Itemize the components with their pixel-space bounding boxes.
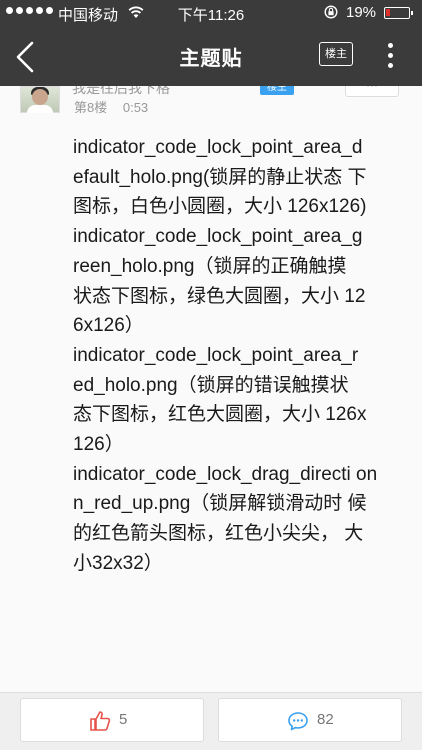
post-body-line: 的红色箭头图标，红色小尖尖， 大: [73, 523, 364, 545]
battery-icon: [384, 7, 413, 19]
comment-count: 82: [317, 711, 334, 728]
top-bar: 中国移动 下午11:26 19% 主题贴 楼主: [0, 0, 422, 86]
post-body-line: reen_holo.png（锁屏的正确触摸: [73, 255, 347, 277]
signal-strength-icon: [6, 7, 53, 14]
post-meta: 第8楼 0:53: [74, 97, 148, 116]
post-body-line: indicator_code_lock_point_area_r: [73, 344, 359, 366]
author-name[interactable]: 我是往后我下格: [72, 86, 170, 96]
wifi-icon: [128, 6, 144, 18]
post-body-line: 小32x32）: [73, 552, 163, 574]
post-body-line: ed_holo.png（锁屏的错误触摸状: [73, 374, 349, 396]
status-bar: 中国移动 下午11:26 19%: [0, 0, 422, 28]
comment-bubble-icon: [288, 712, 308, 731]
comment-button[interactable]: 82: [218, 698, 402, 742]
navigation-bar: 主题贴 楼主: [0, 28, 422, 86]
post-body-line: 6x126）: [73, 315, 144, 337]
level-badge: 楼主: [260, 86, 294, 95]
carrier-name: 中国移动: [58, 7, 119, 24]
post-body-line: indicator_code_lock_point_area_d: [73, 137, 363, 158]
post-body: indicator_code_lock_point_area_d efault_h…: [73, 133, 403, 579]
avatar[interactable]: [20, 86, 60, 113]
post-body-line: 126）: [73, 434, 124, 456]
rotation-lock-icon: [324, 5, 338, 19]
post-body-line: indicator_code_lock_drag_directi on: [73, 463, 378, 485]
like-button[interactable]: 5: [20, 698, 204, 742]
thumbs-up-icon: [90, 711, 111, 731]
post-body-line: 态下图标，红色大圆圈，大小 126x: [73, 404, 367, 426]
post-content-area: 我是往后我下格 楼主 ··· 第8楼 0:53 indicator_code_l…: [0, 86, 422, 692]
battery-level-fill: [386, 9, 390, 16]
post-body-line: 图标，白色小圆圈，大小 126x126): [73, 196, 367, 218]
post-body-line: indicator_code_lock_point_area_g: [73, 226, 363, 248]
status-time: 下午11:26: [177, 7, 245, 24]
more-vertical-icon[interactable]: [382, 40, 398, 72]
battery-percent: 19%: [346, 4, 377, 21]
back-chevron-icon[interactable]: [14, 40, 36, 74]
post-time: 0:53: [122, 100, 149, 115]
page-title: 主题贴: [179, 48, 243, 70]
floor-number: 第8楼: [74, 100, 108, 115]
post-more-button[interactable]: ···: [345, 86, 399, 97]
author-row: 我是往后我下格 楼主: [72, 86, 294, 96]
post-body-line: efault_holo.png(锁屏的静止状态 下: [73, 166, 367, 188]
bottom-action-bar: 5 82: [0, 692, 422, 750]
post-body-line: n_red_up.png（锁屏解锁滑动时 候: [73, 493, 367, 515]
post-body-line: 状态下图标，绿色大圆圈，大小 12: [73, 285, 366, 307]
like-count: 5: [119, 711, 128, 728]
owner-only-button[interactable]: 楼主: [319, 42, 353, 66]
